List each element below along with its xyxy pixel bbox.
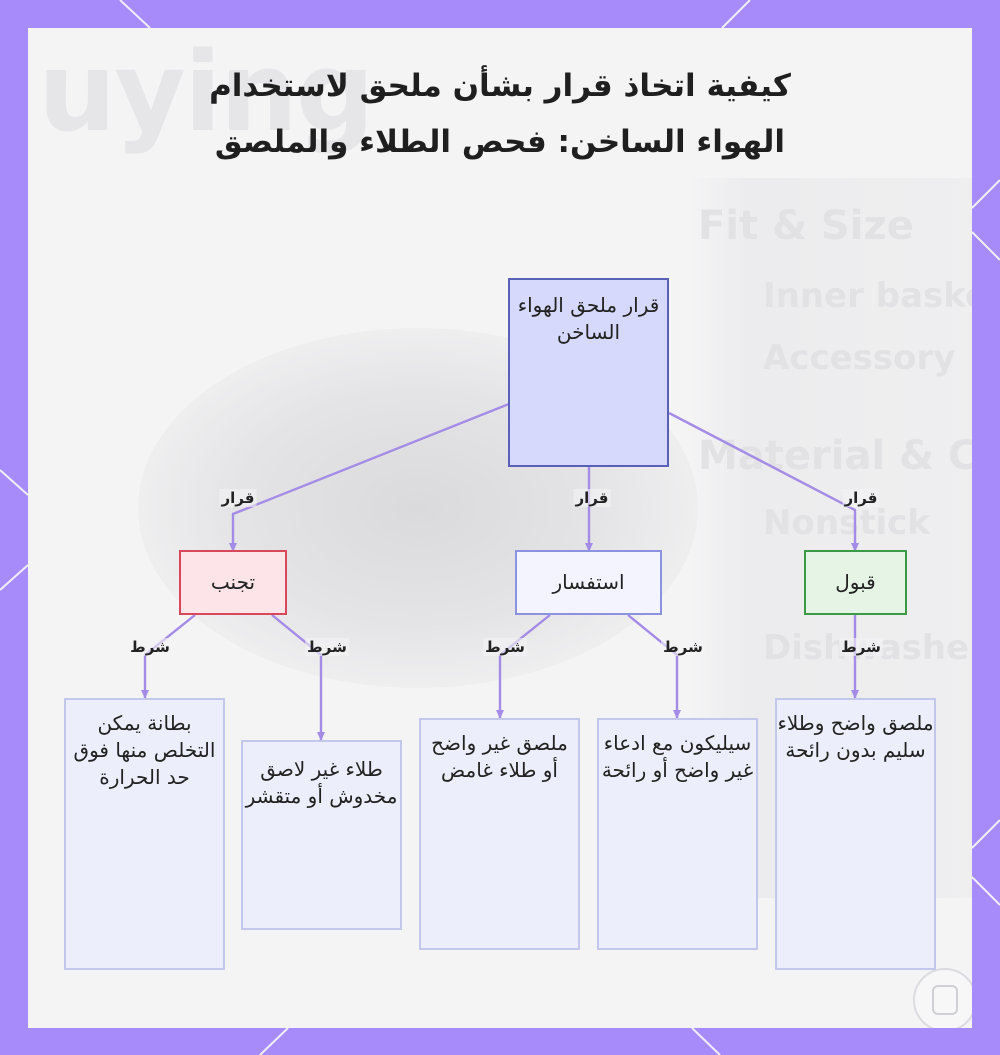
root-node: قرار ملحق الهواء الساخن [508,278,669,467]
background-ghost-text: Inner basket [763,276,972,316]
background-word: uying [38,28,375,156]
diagram-title: كيفية اتخاذ قرار بشأن ملحق لاستخدام الهو… [209,68,791,160]
leaf-silicone-claim: سيليكون مع ادعاء غير واضح أو رائحة [597,718,758,950]
edge-inquire-unclear [496,614,551,719]
edge-label-condition: شرط [661,638,705,656]
decision-avoid: تجنب [179,550,287,615]
edge-label-condition: شرط [305,638,349,656]
edge-label-decision: قرار [573,489,611,507]
brand-logo [913,968,972,1028]
leaf-disposable-liner: بطانة يمكن التخلص منها فوق حد الحرارة [64,698,225,970]
leaf-clear-label: ملصق واضح وطلاء سليم بدون رائحة [775,698,936,970]
edge-label-condition: شرط [483,638,527,656]
edge-avoid-liner [141,614,196,699]
background-ghost-text: Accessory [763,338,956,378]
leaf-unclear-label: ملصق غير واضح أو طلاء غامض [419,718,580,950]
edge-inquire-silicone [627,614,681,719]
edge-avoid-coating [271,614,325,741]
edge-label-condition: شرط [839,638,883,656]
edge-label-decision: قرار [219,489,257,507]
edge-label-decision: قرار [842,489,880,507]
leaf-damaged-coating: طلاء غير لاصق مخدوش أو متقشر [241,740,402,930]
background-ghost-text: Nonstick [763,503,930,543]
background-ghost-text: Fit & Size [698,203,914,249]
edge-root-avoid [229,402,510,552]
background-ghost-text: Material & C [698,433,972,479]
edge-root-accept [668,411,859,552]
edge-label-condition: شرط [128,638,172,656]
decision-accept: قبول [804,550,907,615]
decision-inquire: استفسار [515,550,662,615]
